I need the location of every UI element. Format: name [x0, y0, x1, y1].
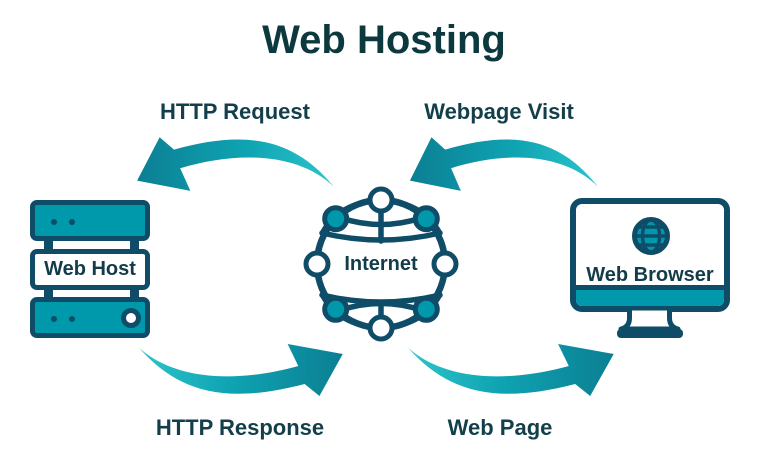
browser-globe-icon [632, 217, 670, 255]
network-node [322, 205, 350, 233]
http-request-arrow-icon [137, 137, 334, 191]
network-node [412, 205, 440, 233]
flow-label-http-request: HTTP Request [160, 99, 310, 124]
server-label-slab [30, 249, 150, 290]
monitor-taskbar [576, 285, 724, 306]
server-connector [44, 236, 53, 252]
server-led-dot [69, 316, 75, 322]
server-connector [130, 284, 139, 300]
server-connector [130, 236, 139, 252]
network-node [367, 314, 395, 342]
monitor-stand [617, 308, 683, 338]
web-browser-label: Web Browser [586, 264, 714, 286]
network-node [367, 186, 395, 214]
network-node [303, 250, 331, 278]
network-node [431, 250, 459, 278]
monitor-screen: Web Browser [570, 198, 730, 312]
server-bottom-slab [30, 297, 150, 338]
web-page-arrow-icon [408, 344, 614, 396]
flow-label-web-page: Web Page [447, 415, 553, 440]
server-led-dot [51, 219, 57, 225]
http-response-arrow-icon [139, 344, 343, 396]
globe-network-icon [303, 186, 459, 342]
internet-label: Internet [344, 253, 418, 275]
network-node [412, 295, 440, 323]
diagram-title: Web Hosting [262, 18, 506, 62]
server-led-dot [51, 316, 57, 322]
web-host-label: Web Host [44, 258, 136, 280]
server-power-ring [121, 308, 141, 328]
server-top-slab [30, 200, 150, 241]
server-connector [44, 284, 53, 300]
flow-label-webpage-visit: Webpage Visit [424, 99, 574, 124]
server-led-dot [69, 219, 75, 225]
flow-label-http-response: HTTP Response [155, 415, 325, 440]
webpage-visit-arrow-icon [409, 137, 599, 191]
server-icon: Web Host [30, 200, 150, 338]
network-node [322, 295, 350, 323]
monitor-globe-icon: Web Browser [570, 198, 730, 348]
